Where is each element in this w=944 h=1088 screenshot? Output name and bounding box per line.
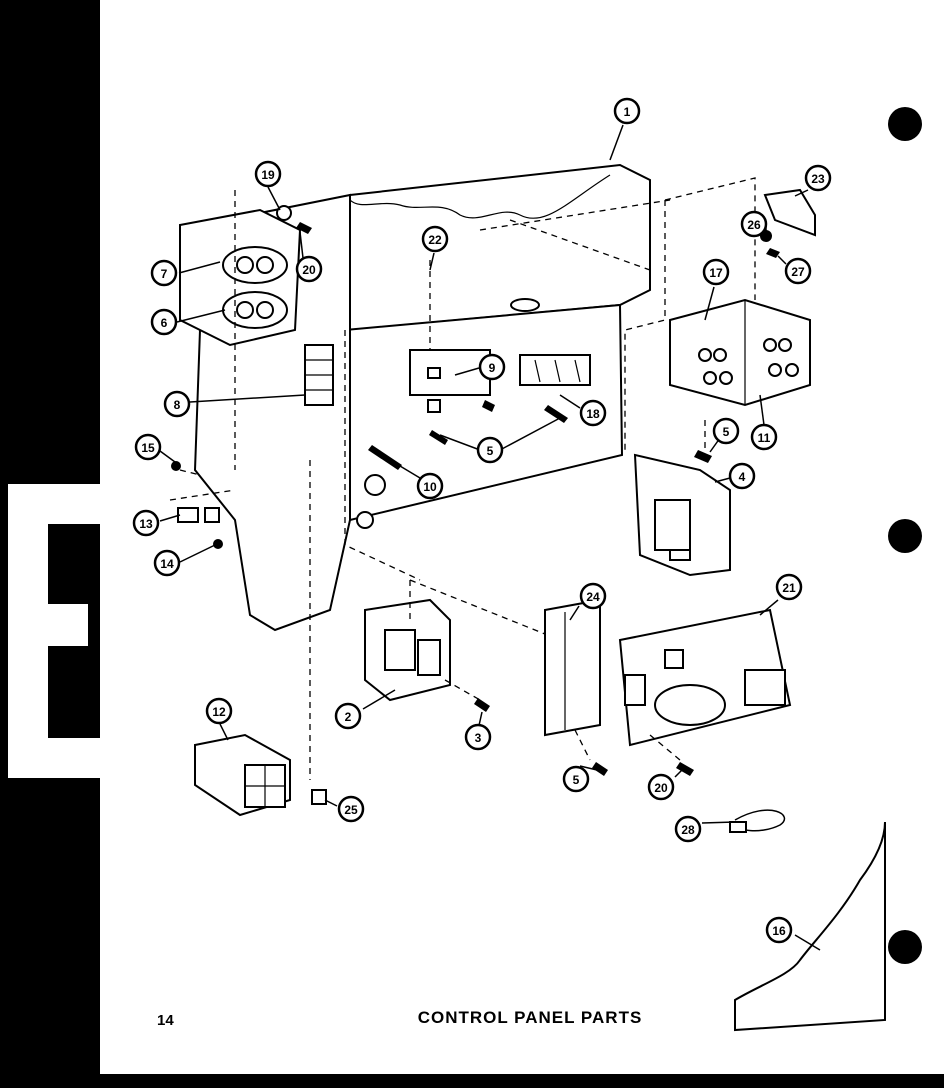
- svg-text:5: 5: [723, 425, 730, 439]
- svg-text:2: 2: [345, 710, 352, 724]
- svg-text:15: 15: [141, 441, 155, 455]
- callout-16: 16: [765, 916, 793, 944]
- mounting-bracket: [763, 188, 816, 237]
- diagram-caption: CONTROL PANEL PARTS: [417, 1008, 643, 1027]
- callout-26: 26: [740, 210, 768, 238]
- svg-text:10: 10: [423, 480, 437, 494]
- callout-25: 25: [337, 795, 365, 823]
- svg-text:1: 1: [624, 105, 631, 119]
- callout-13: 13: [132, 509, 160, 537]
- side-panel: [734, 821, 886, 1032]
- callout-9: 9: [478, 353, 506, 381]
- callout-5a: 5: [476, 436, 504, 464]
- callout-12: 12: [205, 697, 233, 725]
- circuit-board: [618, 608, 792, 747]
- callout-19: 19: [254, 160, 282, 188]
- callout-17: 17: [702, 258, 730, 286]
- punch-hole-bottom: [888, 930, 922, 964]
- terminal-block: [304, 344, 334, 406]
- svg-text:11: 11: [758, 431, 771, 445]
- svg-text:16: 16: [772, 924, 786, 938]
- svg-text:19: 19: [261, 168, 275, 182]
- callout-23: 23: [804, 164, 832, 192]
- callout-24: 24: [579, 582, 607, 610]
- screws: [171, 230, 780, 776]
- svg-text:24: 24: [586, 590, 600, 604]
- capacitor-assembly: [179, 205, 312, 347]
- svg-text:26: 26: [747, 218, 761, 232]
- relay-bracket: [409, 349, 591, 413]
- svg-text:20: 20: [654, 781, 668, 795]
- leader-lines: [159, 124, 821, 951]
- wire-harness: [729, 809, 786, 833]
- punch-hole-middle: [888, 519, 922, 553]
- page-bottom-edge: [0, 1074, 944, 1088]
- svg-text:23: 23: [811, 172, 825, 186]
- small-terminals: [177, 507, 220, 523]
- relay-box: [194, 733, 327, 817]
- callout-2: 2: [334, 702, 362, 730]
- svg-text:12: 12: [212, 705, 226, 719]
- callout-5b: 5: [712, 417, 740, 445]
- section-tab-e-glyph: [8, 484, 100, 778]
- callout-27: 27: [784, 257, 812, 285]
- svg-text:28: 28: [681, 823, 695, 837]
- callout-18: 18: [579, 399, 607, 427]
- callout-14: 14: [153, 549, 181, 577]
- callout-20a: 20: [295, 255, 323, 283]
- callout-1: 1: [613, 97, 641, 125]
- contactor: [364, 598, 451, 702]
- svg-text:5: 5: [487, 444, 494, 458]
- svg-text:4: 4: [739, 470, 746, 484]
- svg-text:17: 17: [709, 266, 723, 280]
- svg-text:5: 5: [573, 773, 580, 787]
- callout-21: 21: [775, 573, 803, 601]
- svg-text:25: 25: [344, 803, 358, 817]
- callout-7: 7: [150, 259, 178, 287]
- svg-text:9: 9: [489, 361, 496, 375]
- svg-text:14: 14: [160, 557, 174, 571]
- svg-text:8: 8: [174, 398, 181, 412]
- callout-3: 3: [464, 723, 492, 751]
- page-number: 14: [157, 1012, 174, 1029]
- board-bracket: [544, 598, 601, 737]
- svg-text:6: 6: [161, 316, 168, 330]
- callout-8: 8: [163, 390, 191, 418]
- svg-text:20: 20: [302, 263, 316, 277]
- svg-text:7: 7: [161, 267, 168, 281]
- callout-10: 10: [416, 472, 444, 500]
- section-tab-letter: [8, 484, 100, 778]
- punch-hole-top: [888, 107, 922, 141]
- svg-text:3: 3: [475, 731, 482, 745]
- callout-4: 4: [728, 462, 756, 490]
- transformer: [633, 453, 731, 577]
- callout-28: 28: [674, 815, 702, 843]
- switch-assembly: [669, 298, 811, 407]
- callout-6: 6: [150, 308, 178, 336]
- svg-text:13: 13: [139, 517, 153, 531]
- svg-text:18: 18: [586, 407, 600, 421]
- svg-text:27: 27: [791, 265, 805, 279]
- callout-11: 11: [750, 423, 778, 451]
- svg-text:21: 21: [782, 581, 796, 595]
- svg-text:22: 22: [428, 233, 442, 247]
- assembly-guide-lines: [169, 177, 756, 780]
- callout-5c: 5: [562, 765, 590, 793]
- callout-22: 22: [421, 225, 449, 253]
- callout-15: 15: [134, 433, 162, 461]
- callout-20b: 20: [647, 773, 675, 801]
